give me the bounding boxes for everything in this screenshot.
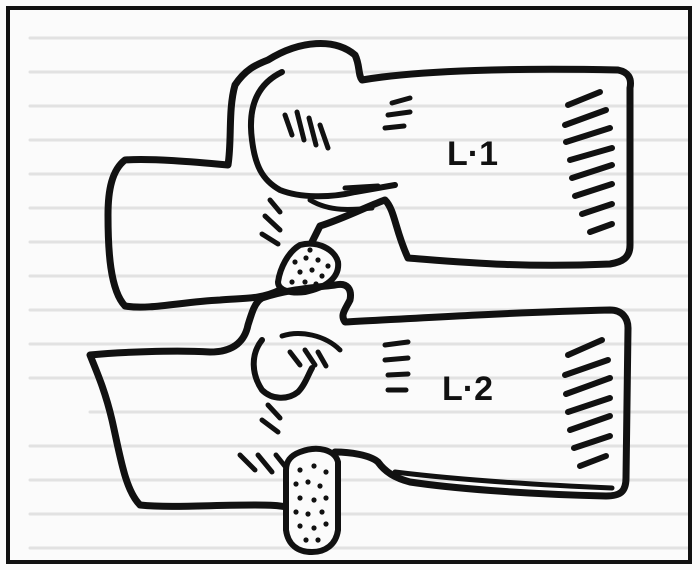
l2-label: L·2 bbox=[442, 370, 493, 408]
l1-label: L·1 bbox=[447, 135, 498, 173]
